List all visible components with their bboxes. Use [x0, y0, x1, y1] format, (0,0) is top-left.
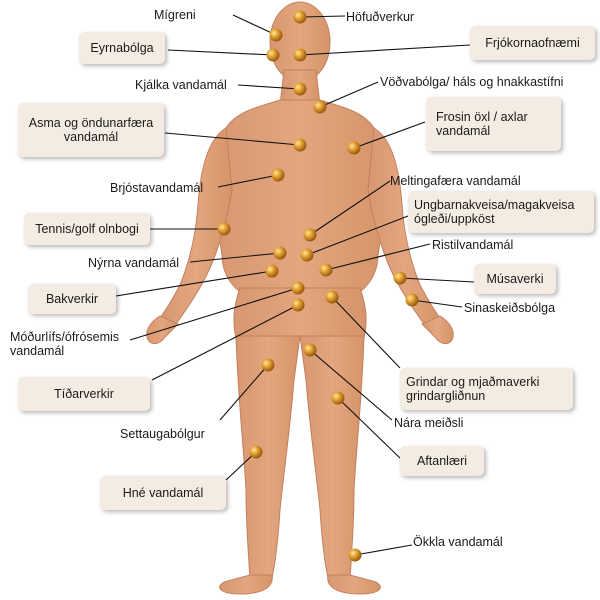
dot-melting — [303, 228, 317, 242]
box-musaverki: Músaverki — [474, 264, 556, 294]
dot-nyrna — [273, 246, 287, 260]
label-kjalka: Kjálka vandamál — [135, 78, 227, 92]
box-tennis: Tennis/golf olnbogi — [24, 213, 150, 245]
box-bakverkir: Bakverkir — [28, 284, 116, 314]
box-hne: Hné vandamál — [100, 476, 226, 510]
box-asma: Asma og öndunarfæra vandamál — [18, 103, 164, 157]
dot-tidarverkir — [291, 298, 305, 312]
dot-asma — [293, 138, 307, 152]
dot-ungbarna — [300, 248, 314, 262]
label-okkla: Ökkla vandamál — [413, 535, 503, 549]
dot-musaverki — [393, 271, 407, 285]
dot-okkla — [348, 548, 362, 562]
dot-brjost — [271, 168, 285, 182]
dot-kjalka — [293, 82, 307, 96]
label-nyrna: Nýrna vandamál — [88, 256, 180, 270]
dot-hofudverkur — [293, 10, 307, 24]
leader-lines — [115, 14, 475, 556]
dot-aftanlaeri — [331, 391, 345, 405]
dot-grindar — [325, 290, 339, 304]
box-frosin: Frosin öxl / axlar vandamál — [426, 97, 561, 151]
label-ristil: Ristilvandamál — [432, 238, 514, 252]
pain-point-dots — [217, 10, 419, 562]
dot-nara — [303, 343, 317, 357]
label-vodvabolga: Vöðvabólga/ háls og hnakkastífni — [380, 75, 564, 89]
dot-tennis — [217, 222, 231, 236]
dot-migreni — [269, 28, 283, 42]
dot-sinaskeid — [405, 293, 419, 307]
label-hofudverkur: Höfuðverkur — [346, 10, 415, 24]
dot-frosin — [347, 141, 361, 155]
label-settaug: Settaugabólgur — [120, 427, 205, 441]
label-melting: Meltingafæra vandamál — [390, 174, 521, 188]
box-aftanlaeri: Aftanlæri — [400, 446, 484, 476]
dot-eyrnabolga — [266, 48, 280, 62]
box-grindar: Grindar og mjaðmaverki grindargliðnun — [400, 368, 573, 410]
dot-modurlif — [291, 281, 305, 295]
dot-settaug — [261, 358, 275, 372]
dot-hne — [249, 445, 263, 459]
box-eyrnabolga: Eyrnabólga — [79, 32, 165, 64]
dot-vodvabolga — [313, 100, 327, 114]
dot-frjokorn — [293, 48, 307, 62]
label-nara: Nára meiðsli — [394, 416, 464, 430]
dot-ristil — [319, 263, 333, 277]
label-migreni: Mígreni — [154, 8, 196, 22]
box-frjokorn: Frjókornaofnæmi — [470, 26, 595, 60]
label-brjost: Brjóstavandamál — [110, 181, 204, 195]
box-ungbarna: Ungbarnakveisa/magakveisa ógleði/uppköst — [408, 191, 594, 233]
human-body-silhouette — [146, 1, 454, 595]
box-tidarverkir: Tíðarverkir — [18, 377, 150, 411]
label-modurlif: Móðurlífs/ófrósemis vandamál — [10, 330, 120, 358]
dot-bakverkir — [265, 264, 279, 278]
label-sinaskeid: Sinaskeiðsbólga — [464, 301, 556, 315]
